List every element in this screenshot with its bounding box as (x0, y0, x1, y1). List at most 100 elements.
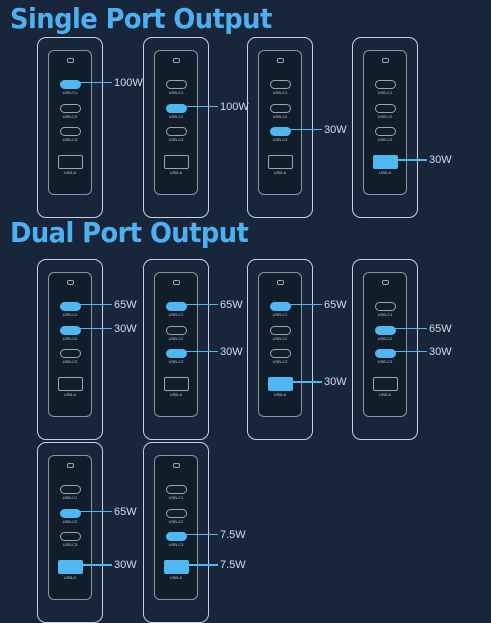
port-label: USB-C2 (377, 336, 393, 341)
port-label: USB-A (169, 170, 183, 175)
usb-c-port-2 (270, 104, 291, 113)
leader-line (289, 303, 322, 306)
usb-c-port-2 (375, 104, 396, 113)
leader-line (79, 303, 112, 306)
port-label: USB-A (273, 170, 287, 175)
power-output-label: 100W (114, 76, 143, 89)
port-label: USB-C1 (272, 90, 288, 95)
leader-line (79, 510, 112, 513)
indicator-light (173, 280, 180, 285)
usb-c-port-3 (166, 349, 187, 358)
port-label: USB-C2 (168, 114, 184, 119)
port-label: USB-C3 (62, 542, 78, 547)
port-label: USB-C2 (272, 336, 288, 341)
indicator-light (67, 463, 74, 468)
usb-c-port-1 (375, 302, 396, 311)
port-label: USB-C3 (62, 359, 78, 364)
usb-c-port-3 (60, 532, 81, 541)
usb-a-port (373, 377, 398, 391)
power-output-label: 65W (114, 505, 137, 518)
port-label: USB-C1 (272, 312, 288, 317)
usb-c-port-3 (60, 127, 81, 136)
port-label: USB-A (63, 170, 77, 175)
power-output-label: 30W (429, 345, 452, 358)
port-label: USB-C3 (377, 137, 393, 142)
usb-c-port-1 (166, 302, 187, 311)
port-label: USB-C2 (377, 114, 393, 119)
port-label: USB-C2 (62, 114, 78, 119)
power-output-label: 30W (114, 559, 137, 571)
usb-c-port-1 (60, 80, 81, 89)
usb-c-port-1 (270, 80, 291, 89)
usb-c-port-2 (60, 326, 81, 335)
usb-a-port (268, 155, 293, 169)
port-label: USB-C2 (272, 114, 288, 119)
port-label: USB-C1 (377, 90, 393, 95)
usb-c-port-3 (375, 349, 396, 358)
indicator-light (173, 58, 180, 63)
usb-a-port (164, 155, 189, 169)
usb-c-port-3 (166, 127, 187, 136)
usb-a-port (373, 155, 398, 169)
usb-c-port-2 (166, 509, 187, 518)
port-label: USB-C1 (62, 495, 78, 500)
indicator-light (173, 463, 180, 468)
port-label: USB-C1 (62, 312, 78, 317)
leader-line (185, 533, 218, 536)
leader-line (79, 327, 112, 330)
usb-c-port-3 (375, 127, 396, 136)
power-output-label: 30W (324, 376, 347, 388)
indicator-light (382, 280, 389, 285)
port-label: USB-C2 (62, 336, 78, 341)
port-label: USB-C3 (272, 137, 288, 142)
usb-c-port-1 (166, 80, 187, 89)
port-label: USB-A (169, 575, 183, 580)
section-title-dual: Dual Port Output (10, 216, 249, 249)
power-output-label: 30W (220, 345, 243, 358)
indicator-light (382, 58, 389, 63)
usb-c-port-3 (270, 349, 291, 358)
port-label: USB-C3 (168, 359, 184, 364)
usb-c-port-2 (270, 326, 291, 335)
power-output-label: 7.5W (220, 528, 246, 541)
port-label: USB-C3 (168, 137, 184, 142)
usb-a-port (58, 155, 83, 169)
power-output-label: 65W (114, 298, 137, 311)
port-label: USB-C3 (272, 359, 288, 364)
power-output-label: 65W (324, 298, 347, 311)
leader-line (394, 327, 427, 330)
usb-c-port-2 (60, 104, 81, 113)
power-output-label: 65W (220, 298, 243, 311)
power-output-label: 7.5W (220, 559, 246, 571)
usb-c-port-2 (166, 326, 187, 335)
leader-line (187, 564, 218, 566)
leader-line (289, 128, 322, 131)
port-label: USB-C1 (168, 312, 184, 317)
usb-a-port (58, 377, 83, 391)
leader-line (396, 159, 427, 161)
port-label: USB-C3 (377, 359, 393, 364)
port-label: USB-A (63, 575, 77, 580)
indicator-light (67, 58, 74, 63)
power-output-label: 65W (429, 322, 452, 335)
port-label: USB-C1 (377, 312, 393, 317)
usb-c-port-1 (270, 302, 291, 311)
port-label: USB-A (169, 392, 183, 397)
indicator-light (277, 280, 284, 285)
leader-line (291, 381, 322, 383)
usb-a-port (58, 560, 83, 574)
leader-line (394, 350, 427, 353)
